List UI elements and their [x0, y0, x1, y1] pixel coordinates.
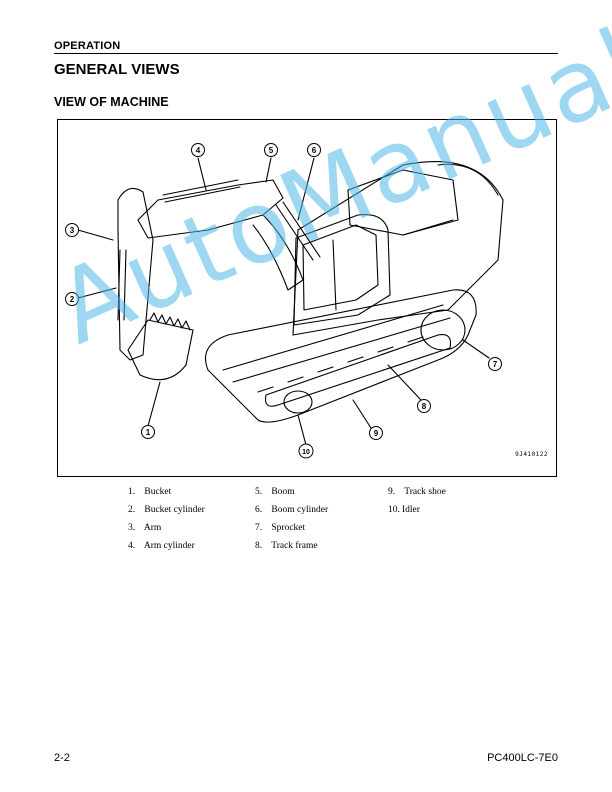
section-label: OPERATION [54, 40, 121, 52]
callout-4: 4 [191, 143, 205, 157]
callout-1: 1 [141, 425, 155, 439]
boom-lower [252, 214, 304, 291]
counterweight-lines [402, 163, 499, 236]
legend-item: 1. Bucket [128, 487, 172, 497]
legend-column-2: 5. Boom 6. Boom cylinder 7. Sprocket 8. … [255, 485, 328, 557]
legend-item: 7. Sprocket [255, 523, 306, 533]
bucket-cylinder-shape [117, 249, 127, 321]
callout-3: 3 [65, 223, 79, 237]
callout-2: 2 [65, 292, 79, 306]
legend-item: 3. Arm [128, 523, 162, 533]
svg-text:1: 1 [146, 428, 151, 437]
svg-text:3: 3 [70, 226, 75, 235]
svg-text:6: 6 [312, 146, 317, 155]
svg-text:5: 5 [269, 146, 274, 155]
callout-10: 10 [298, 443, 314, 459]
cab [293, 214, 391, 326]
idler-shape [283, 390, 313, 414]
upper-structure [292, 161, 504, 336]
leader-7 [462, 339, 490, 359]
boom-shape [137, 179, 284, 239]
leader-4 [197, 157, 207, 191]
track-shoe-lines [257, 336, 424, 393]
leader-9 [352, 399, 372, 429]
svg-text:9: 9 [374, 429, 379, 438]
leader-6 [297, 157, 315, 221]
leader-1 [147, 381, 161, 427]
page-number: 2-2 [54, 752, 70, 764]
sprocket-shape [420, 309, 466, 351]
callout-9: 9 [369, 426, 383, 440]
excavator-illustration: 1 2 3 4 5 6 7 8 9 10 [65, 143, 504, 459]
callout-7: 7 [488, 357, 502, 371]
callout-8: 8 [417, 399, 431, 413]
boom-cylinder-shape [275, 201, 321, 261]
cab-door-line [332, 239, 337, 311]
svg-text:2: 2 [70, 295, 75, 304]
header-rule [54, 53, 558, 54]
callout-5: 5 [264, 143, 278, 157]
svg-text:8: 8 [422, 402, 427, 411]
leader-8 [387, 364, 422, 401]
track-assembly [204, 289, 477, 423]
engine-hood [347, 169, 459, 236]
model-code: PC400LC-7E0 [487, 752, 558, 764]
leader-10 [297, 414, 307, 446]
arm-shape [117, 187, 154, 361]
cab-window [302, 224, 379, 311]
leader-2 [77, 287, 117, 299]
legend-column-1: 1. Bucket 2. Bucket cylinder 3. Arm 4. A… [128, 485, 205, 557]
svg-text:10: 10 [302, 449, 310, 456]
leader-5 [265, 157, 272, 183]
callout-6: 6 [307, 143, 321, 157]
legend-item: 6. Boom cylinder [255, 505, 329, 515]
bucket-teeth [149, 312, 191, 331]
legend-item: 4. Arm cylinder [128, 541, 195, 551]
legend-column-3: 9. Track shoe 10.Idler [388, 485, 446, 521]
legend-item: 9. Track shoe [388, 487, 446, 497]
page-title: GENERAL VIEWS [54, 61, 180, 78]
legend-item: 2. Bucket cylinder [128, 505, 205, 515]
svg-text:4: 4 [196, 146, 201, 155]
svg-text:7: 7 [493, 360, 498, 369]
bucket-shape [127, 319, 194, 381]
figure-code: 9J410122 [515, 451, 548, 458]
machine-figure: 1 2 3 4 5 6 7 8 9 10 9J410122 [57, 119, 557, 477]
leader-3 [77, 229, 114, 241]
track-frame [264, 333, 452, 407]
legend-item: 10.Idler [388, 505, 420, 515]
arm-cylinder-shape [162, 179, 241, 203]
legend-item: 8. Track frame [255, 541, 318, 551]
section-subtitle: VIEW OF MACHINE [54, 95, 169, 109]
legend-item: 5. Boom [255, 487, 295, 497]
